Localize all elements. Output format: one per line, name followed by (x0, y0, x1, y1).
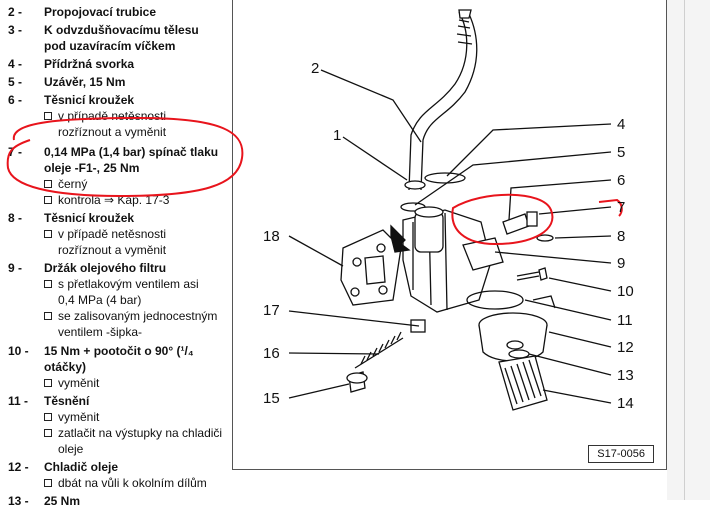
legend-number: 5 - (8, 75, 23, 89)
legend-subitem: s přetlakovým ventilem asi 0,4 MPa (4 ba… (44, 276, 218, 308)
callout-label: 16 (263, 345, 280, 362)
callout-label: 2 (311, 60, 320, 77)
legend-subitem: zatlačit na výstupky na chladiči oleje (44, 425, 224, 457)
viewer-divider (684, 0, 685, 500)
legend-number: 4 - (8, 57, 23, 71)
callout-label: 15 (263, 390, 280, 407)
legend-subitem-text: dbát na vůli k okolním dílům (58, 476, 207, 490)
legend-item-4: 4 - Přídržná svorka (0, 56, 276, 72)
legend-subitem-text: vyměnit (58, 410, 100, 424)
callout-label: 18 (263, 228, 280, 245)
legend-number: 2 - (8, 5, 23, 19)
checkbox-bullet-icon (44, 196, 52, 204)
legend-title: Držák olejového filtru (44, 261, 167, 275)
legend-subitem-text: černý (58, 177, 88, 191)
legend-title: Propojovací trubice (44, 5, 157, 19)
legend-number: 11 - (8, 394, 29, 408)
legend-number: 12 - (8, 460, 29, 474)
legend-title: Uzávěr, 15 Nm (44, 75, 126, 89)
legend-item-5: 5 - Uzávěr, 15 Nm (0, 74, 276, 90)
legend-title: Těsnicí kroužek (44, 211, 135, 225)
callout-label: 13 (617, 367, 634, 384)
checkbox-bullet-icon (44, 312, 52, 320)
legend-subitem-text: se zalisovaným jednocestným ventilem -ši… (58, 309, 218, 339)
checkbox-bullet-icon (44, 230, 52, 238)
callout-label: 11 (617, 312, 633, 329)
parts-legend: 2 - Propojovací trubice 3 - K odvzdušňov… (0, 0, 232, 508)
legend-title: K odvzdušňovacímu tělesu pod uzavíracím … (44, 23, 199, 53)
legend-item-13: 13 - 25 Nm (0, 493, 276, 509)
diagram-drawing (288, 9, 623, 411)
legend-subitem: vyměnit (44, 375, 276, 391)
legend-title: 0,14 MPa (1,4 bar) spínač tlaku oleje -F… (44, 145, 219, 175)
legend-subitem: v případě netěsnosti rozříznout a vyměni… (44, 226, 218, 258)
checkbox-bullet-icon (44, 479, 52, 487)
legend-item-10: 10 - 15 Nm + pootočit o 90° (¹/₄ otáčky)… (0, 343, 276, 391)
checkbox-bullet-icon (44, 280, 52, 288)
callout-label: 12 (617, 339, 634, 356)
legend-title: Těsnicí kroužek (44, 93, 135, 107)
legend-item-8: 8 - Těsnicí kroužek v případě netěsnosti… (0, 210, 276, 258)
legend-number: 9 - (8, 261, 23, 275)
exploded-diagram: 2 1 4 5 6 7 8 9 10 11 12 13 14 18 17 16 … (232, 0, 667, 470)
figure-code: S17-0056 (588, 445, 654, 463)
checkbox-bullet-icon (44, 112, 52, 120)
legend-title: 25 Nm (44, 494, 81, 508)
legend-title: Přídržná svorka (44, 57, 135, 71)
legend-title: Těsnění (44, 394, 90, 408)
callout-label: 1 (333, 127, 342, 144)
legend-number: 13 - (8, 494, 29, 508)
callout-label: 8 (617, 228, 626, 245)
callout-label: 9 (617, 255, 626, 272)
legend-item-3: 3 - K odvzdušňovacímu tělesu pod uzavíra… (0, 22, 276, 54)
callout-label: 5 (617, 144, 626, 161)
legend-subitem-text: v případě netěsnosti rozříznout a vyměni… (58, 227, 167, 257)
callout-label: 14 (617, 395, 634, 412)
legend-subitem-text: s přetlakovým ventilem asi 0,4 MPa (4 ba… (58, 277, 199, 307)
legend-subitem-text: v případě netěsnosti rozříznout a vyměni… (58, 109, 167, 139)
legend-subitem-text[interactable]: kontrola ⇒ Kap. 17-3 (58, 193, 170, 207)
checkbox-bullet-icon (44, 413, 52, 421)
viewer-scrollbar[interactable] (667, 0, 710, 500)
legend-subitem-text: zatlačit na výstupky na chladiči oleje (58, 426, 223, 456)
legend-item-12: 12 - Chladič oleje dbát na vůli k okolní… (0, 459, 276, 491)
legend-number: 3 - (8, 23, 23, 37)
legend-number: 7 - (8, 145, 23, 159)
legend-subitem-text: vyměnit (58, 376, 100, 390)
callout-label: 4 (617, 116, 626, 133)
checkbox-bullet-icon (44, 429, 52, 437)
legend-item-11: 11 - Těsnění vyměnit zatlačit na výstupk… (0, 393, 276, 457)
callout-label: 17 (263, 302, 280, 319)
legend-subitem: se zalisovaným jednocestným ventilem -ši… (44, 308, 218, 340)
checkbox-bullet-icon (44, 180, 52, 188)
legend-number: 8 - (8, 211, 23, 225)
legend-subitem: v případě netěsnosti rozříznout a vyměni… (44, 108, 218, 140)
legend-subitem: dbát na vůli k okolním dílům (44, 475, 238, 491)
callout-label: 7 (617, 199, 626, 216)
legend-subitem: vyměnit (44, 409, 276, 425)
legend-title: 15 Nm + pootočit o 90° (¹/₄ otáčky) (44, 344, 194, 374)
legend-title: Chladič oleje (44, 460, 119, 474)
legend-number: 10 - (8, 344, 29, 358)
legend-item-9: 9 - Držák olejového filtru s přetlakovým… (0, 260, 276, 340)
callout-label: 6 (617, 172, 626, 189)
legend-number: 6 - (8, 93, 23, 107)
checkbox-bullet-icon (44, 379, 52, 387)
callout-label: 10 (617, 283, 634, 300)
legend-item-2: 2 - Propojovací trubice (0, 4, 276, 20)
